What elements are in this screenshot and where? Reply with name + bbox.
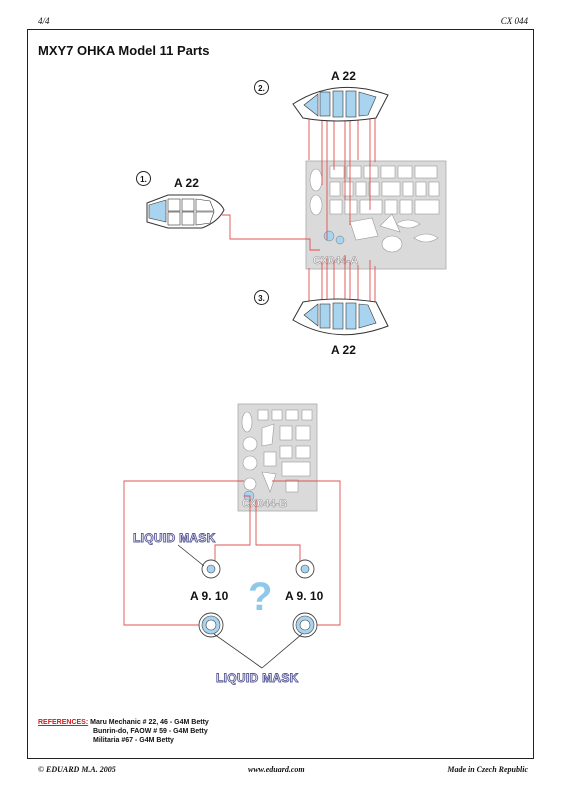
liquid-mask-label-top: LIQUID MASK (133, 531, 216, 546)
sheet-code-b: CX044-B (242, 498, 287, 510)
liquid-mask-label-bottom: LIQUID MASK (216, 671, 299, 686)
product-code: CX 044 (500, 16, 528, 26)
footer-copyright: © EDUARD M.A. 2005 (38, 765, 116, 774)
references: REFERENCES: Maru Mechanic # 22, 46 - G4M… (38, 718, 209, 745)
part-3-label: A 22 (331, 343, 356, 357)
mask-sheet-a: CX044-A (305, 160, 447, 270)
canopy-part-2 (292, 86, 389, 122)
question-mark: ? (248, 575, 273, 619)
footer-origin: Made in Czech Republic (447, 765, 528, 774)
reference-line: Maru Mechanic # 22, 46 - G4M Betty (90, 719, 209, 726)
part-2-label: A 22 (331, 69, 356, 83)
wheel-right-label: A 9. 10 (285, 589, 324, 603)
wheel-large-right (292, 612, 318, 638)
wheel-small-left (201, 559, 221, 579)
mask-sheet-b: CX044-B (237, 403, 318, 512)
page-frame (27, 29, 534, 759)
wheel-small-right (295, 559, 315, 579)
part-1-label: A 22 (174, 176, 199, 190)
step-1-marker: 1. (136, 171, 151, 186)
page-number: 4/4 (38, 16, 50, 26)
liquid-mask-callouts (177, 544, 303, 669)
canopy-part-1 (146, 194, 225, 229)
wheel-left-label: A 9. 10 (190, 589, 229, 603)
reference-line: Militaria #67 - G4M Betty (93, 737, 174, 744)
page-title: MXY7 OHKA Model 11 Parts (38, 43, 210, 58)
reference-line: Bunrin-do, FAOW # 59 - G4M Betty (93, 728, 208, 735)
leader-lines-bottom (123, 480, 341, 626)
wheel-large-left (198, 612, 224, 638)
footer-website[interactable]: www.eduard.com (248, 765, 305, 774)
canopy-part-3 (292, 298, 389, 336)
step-3-marker: 3. (254, 290, 269, 305)
sheet-code-a: CX044-A (313, 255, 358, 267)
step-2-marker: 2. (254, 80, 269, 95)
references-title: REFERENCES: (38, 719, 89, 726)
